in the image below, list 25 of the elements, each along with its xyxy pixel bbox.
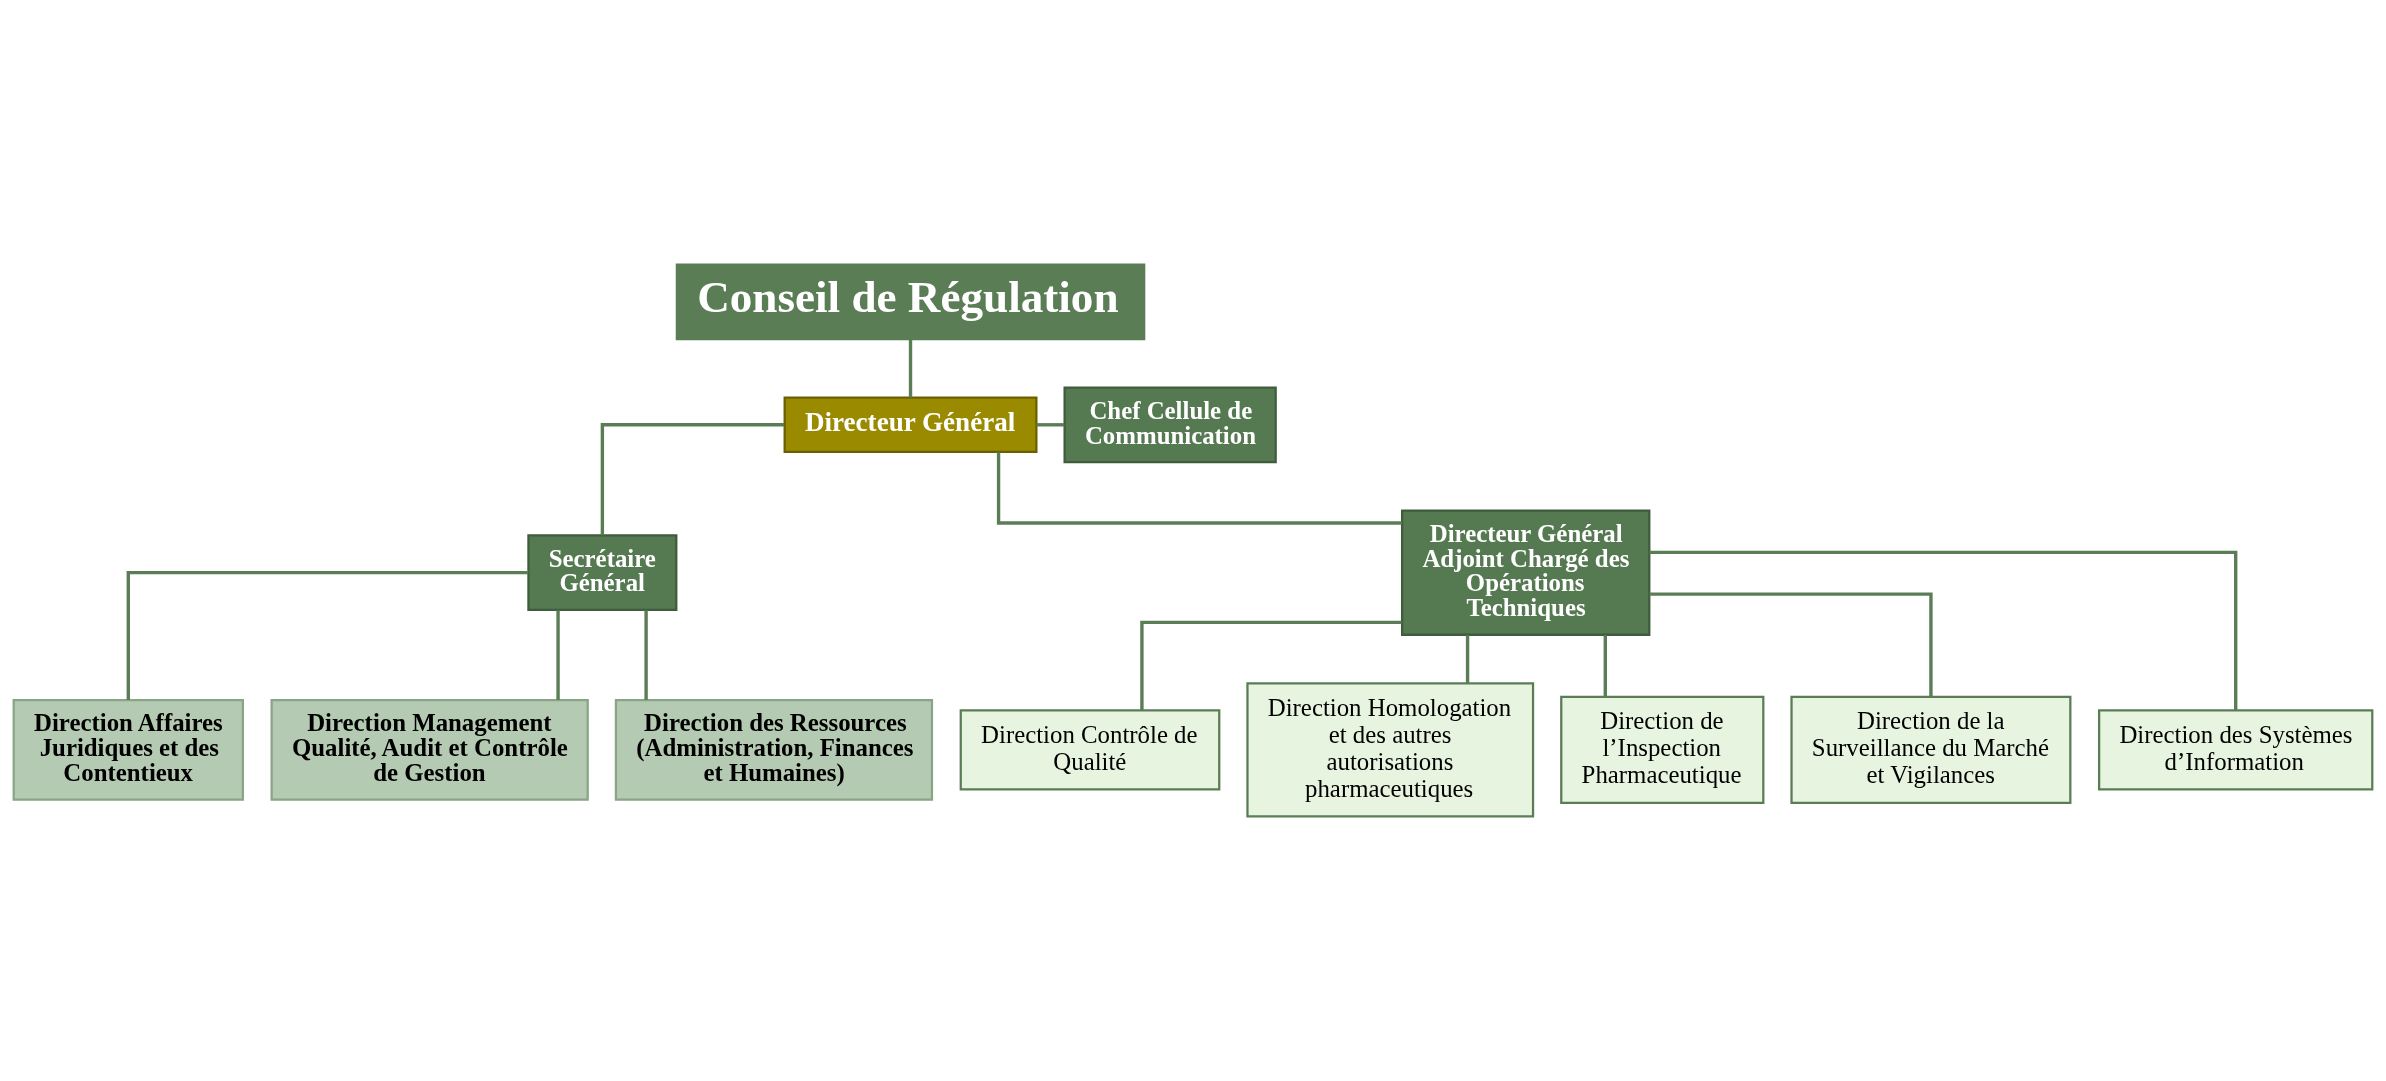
connector: [1649, 550, 2238, 710]
node-box: Directeur Général: [783, 396, 1038, 453]
node-box: Direction Affaires Juridiques et des Contentieux: [12, 699, 244, 801]
node-box: Direction Contrôle de Qualité: [959, 709, 1221, 791]
node-box: Secrétaire Général: [527, 534, 678, 612]
connector: [908, 339, 913, 398]
node-box: Direction Management Qualité, Audit et Contrôle de Gestion: [270, 699, 589, 801]
connector: [1036, 423, 1065, 427]
connector: [1649, 592, 1933, 697]
node-box: Direction des Systèmes d’Information: [2098, 709, 2374, 791]
connector: [600, 423, 785, 536]
connector: [996, 452, 1402, 525]
connector: [126, 570, 529, 701]
connector: [644, 610, 648, 700]
node-box: Direction des Ressources (Administration, Finances et Humaines): [614, 699, 934, 801]
node-box: Direction de la Surveillance du Marché et Vigilances: [1790, 695, 2072, 805]
connector: [1603, 635, 1607, 697]
node-box: Conseil de Régulation: [675, 263, 1146, 341]
node-box: Direction de l’Inspection Pharmaceutique: [1560, 695, 1765, 805]
node-box: Directeur Général Adjoint Chargé des Opérations Techniques: [1400, 509, 1651, 636]
connector: [1465, 635, 1470, 684]
connector: [1140, 620, 1402, 711]
node-box: Direction Homologation et des autres autorisations pharmaceutiques: [1246, 682, 1535, 818]
node-box: Chef Cellule de Communication: [1063, 386, 1277, 464]
connector: [556, 610, 560, 700]
